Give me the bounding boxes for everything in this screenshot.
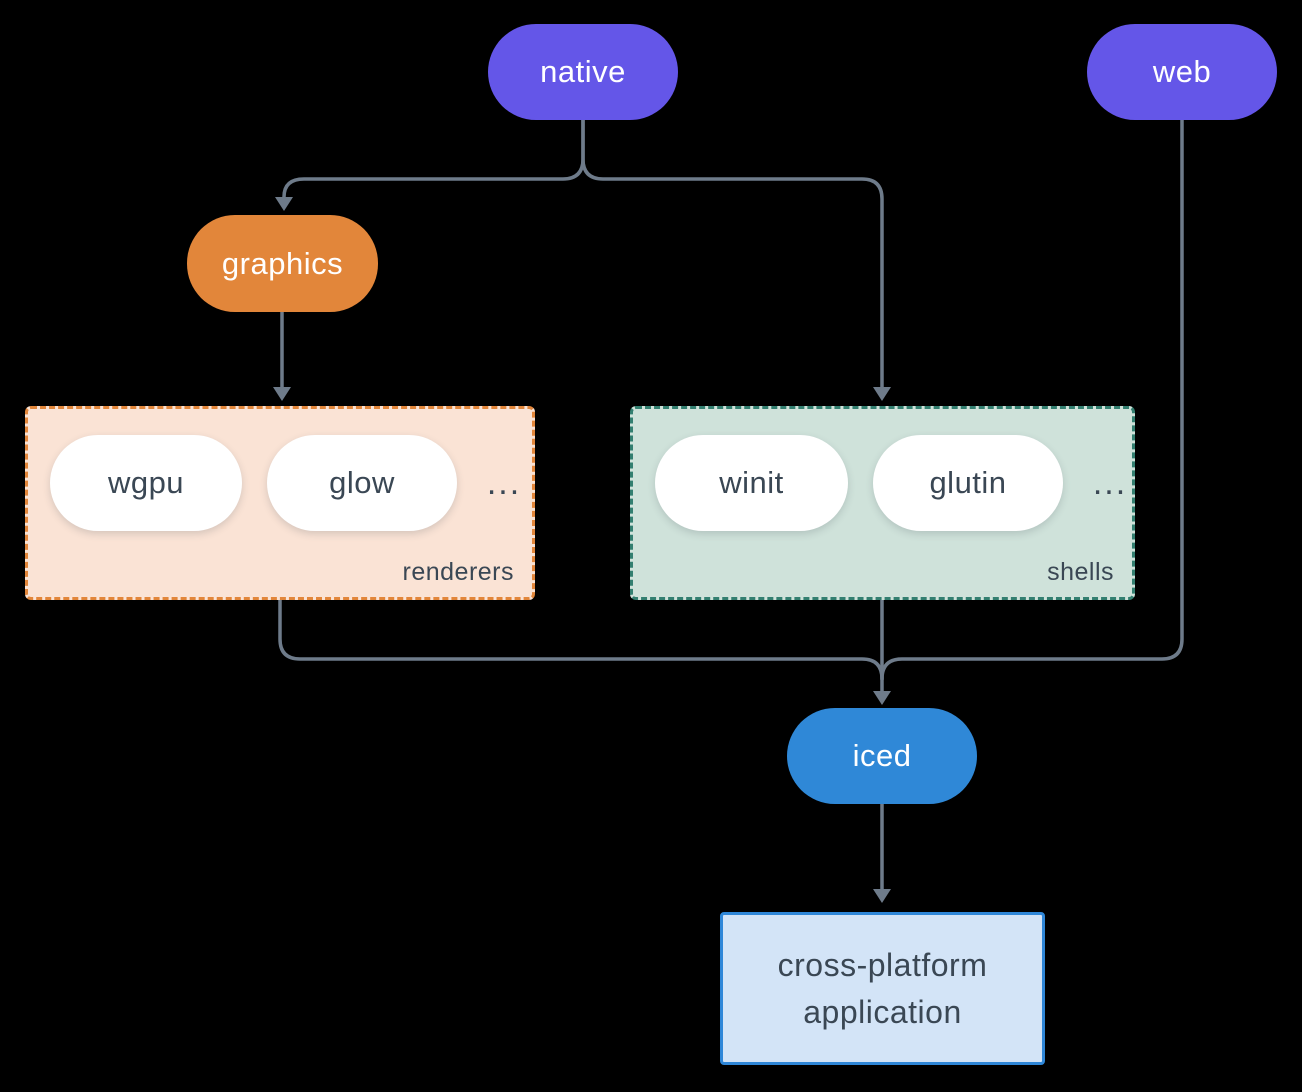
- app-label-line1: cross-platform: [777, 946, 988, 983]
- arrowhead-shells-icon: [873, 387, 891, 401]
- node-native: native: [488, 24, 678, 120]
- node-web: web: [1087, 24, 1277, 120]
- node-iced: iced: [787, 708, 977, 804]
- arrowhead-renderers-icon: [273, 387, 291, 401]
- box-cross-platform-application: cross-platform application: [720, 912, 1045, 1065]
- connector-native-to-graphics: [282, 118, 585, 199]
- connector-web-to-merge: [880, 118, 1184, 681]
- connector-renderers-to-merge: [278, 598, 884, 681]
- renderers-label: renderers: [402, 558, 514, 586]
- arrowhead-app-icon: [873, 889, 891, 903]
- connector-native-to-shells: [581, 118, 884, 389]
- pill-wgpu: wgpu: [50, 435, 242, 531]
- renderers-ellipsis: ...: [486, 463, 522, 502]
- shells-ellipsis: ...: [1092, 463, 1128, 502]
- pill-glow: glow: [267, 435, 457, 531]
- arrowhead-iced-icon: [873, 691, 891, 705]
- arrowhead-graphics-icon: [275, 197, 293, 211]
- node-graphics: graphics: [187, 215, 378, 312]
- pill-winit: winit: [655, 435, 848, 531]
- shells-label: shells: [1047, 558, 1114, 586]
- pill-glutin: glutin: [873, 435, 1063, 531]
- group-renderers: wgpu glow ... renderers: [25, 406, 535, 600]
- app-label-line2: application: [803, 993, 962, 1030]
- group-shells: winit glutin ... shells: [630, 406, 1135, 600]
